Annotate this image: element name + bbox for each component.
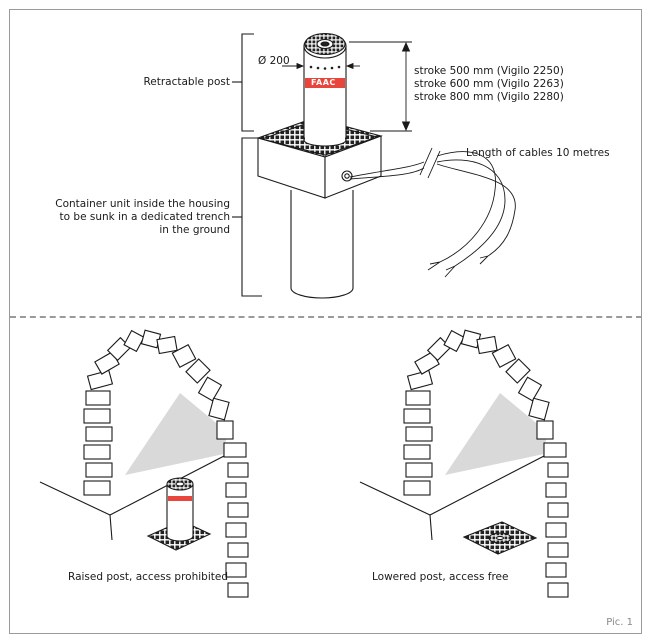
container-box (256, 117, 383, 199)
retractable-post-label: Retractable post (143, 76, 230, 88)
diameter-dimension (282, 62, 360, 70)
retractable-post (303, 32, 347, 147)
scene-lowered-post (359, 329, 569, 598)
ground-plate-right (462, 521, 538, 555)
brick-arch-left (83, 329, 249, 598)
scene-raised-post (39, 329, 249, 598)
section-divider (10, 316, 642, 318)
stroke-label-line: stroke 600 mm (Vigilo 2263) (414, 78, 564, 90)
cables-label: Length of cables 10 metres (466, 147, 610, 159)
brick-arch-right (403, 329, 569, 598)
stroke-labels: stroke 500 mm (Vigilo 2250) stroke 600 m… (414, 65, 564, 104)
raised-post (166, 477, 194, 542)
stroke-label-line: stroke 800 mm (Vigilo 2280) (414, 91, 564, 103)
stroke-label-line: stroke 500 mm (Vigilo 2250) (414, 65, 564, 77)
bollard-exploded-view (232, 32, 516, 299)
figure-frame (9, 9, 642, 634)
lowered-post-caption: Lowered post, access free (372, 571, 509, 583)
container-label-line: to be sunk in a dedicated trench (59, 211, 230, 223)
diameter-label: Ø 200 (258, 55, 290, 67)
brand-label: FAAC (311, 78, 336, 87)
buried-cylinder (290, 190, 354, 299)
cables (349, 147, 516, 278)
picture-number: Pic. 1 (606, 617, 633, 628)
container-label-line: in the ground (159, 224, 230, 236)
post-bracket (241, 33, 254, 132)
container-label-line: Container unit inside the housing (55, 198, 230, 210)
raised-post-caption: Raised post, access prohibited (68, 571, 228, 583)
stroke-dimension (349, 41, 412, 132)
container-unit-label: Container unit inside the housing to be … (55, 198, 230, 237)
